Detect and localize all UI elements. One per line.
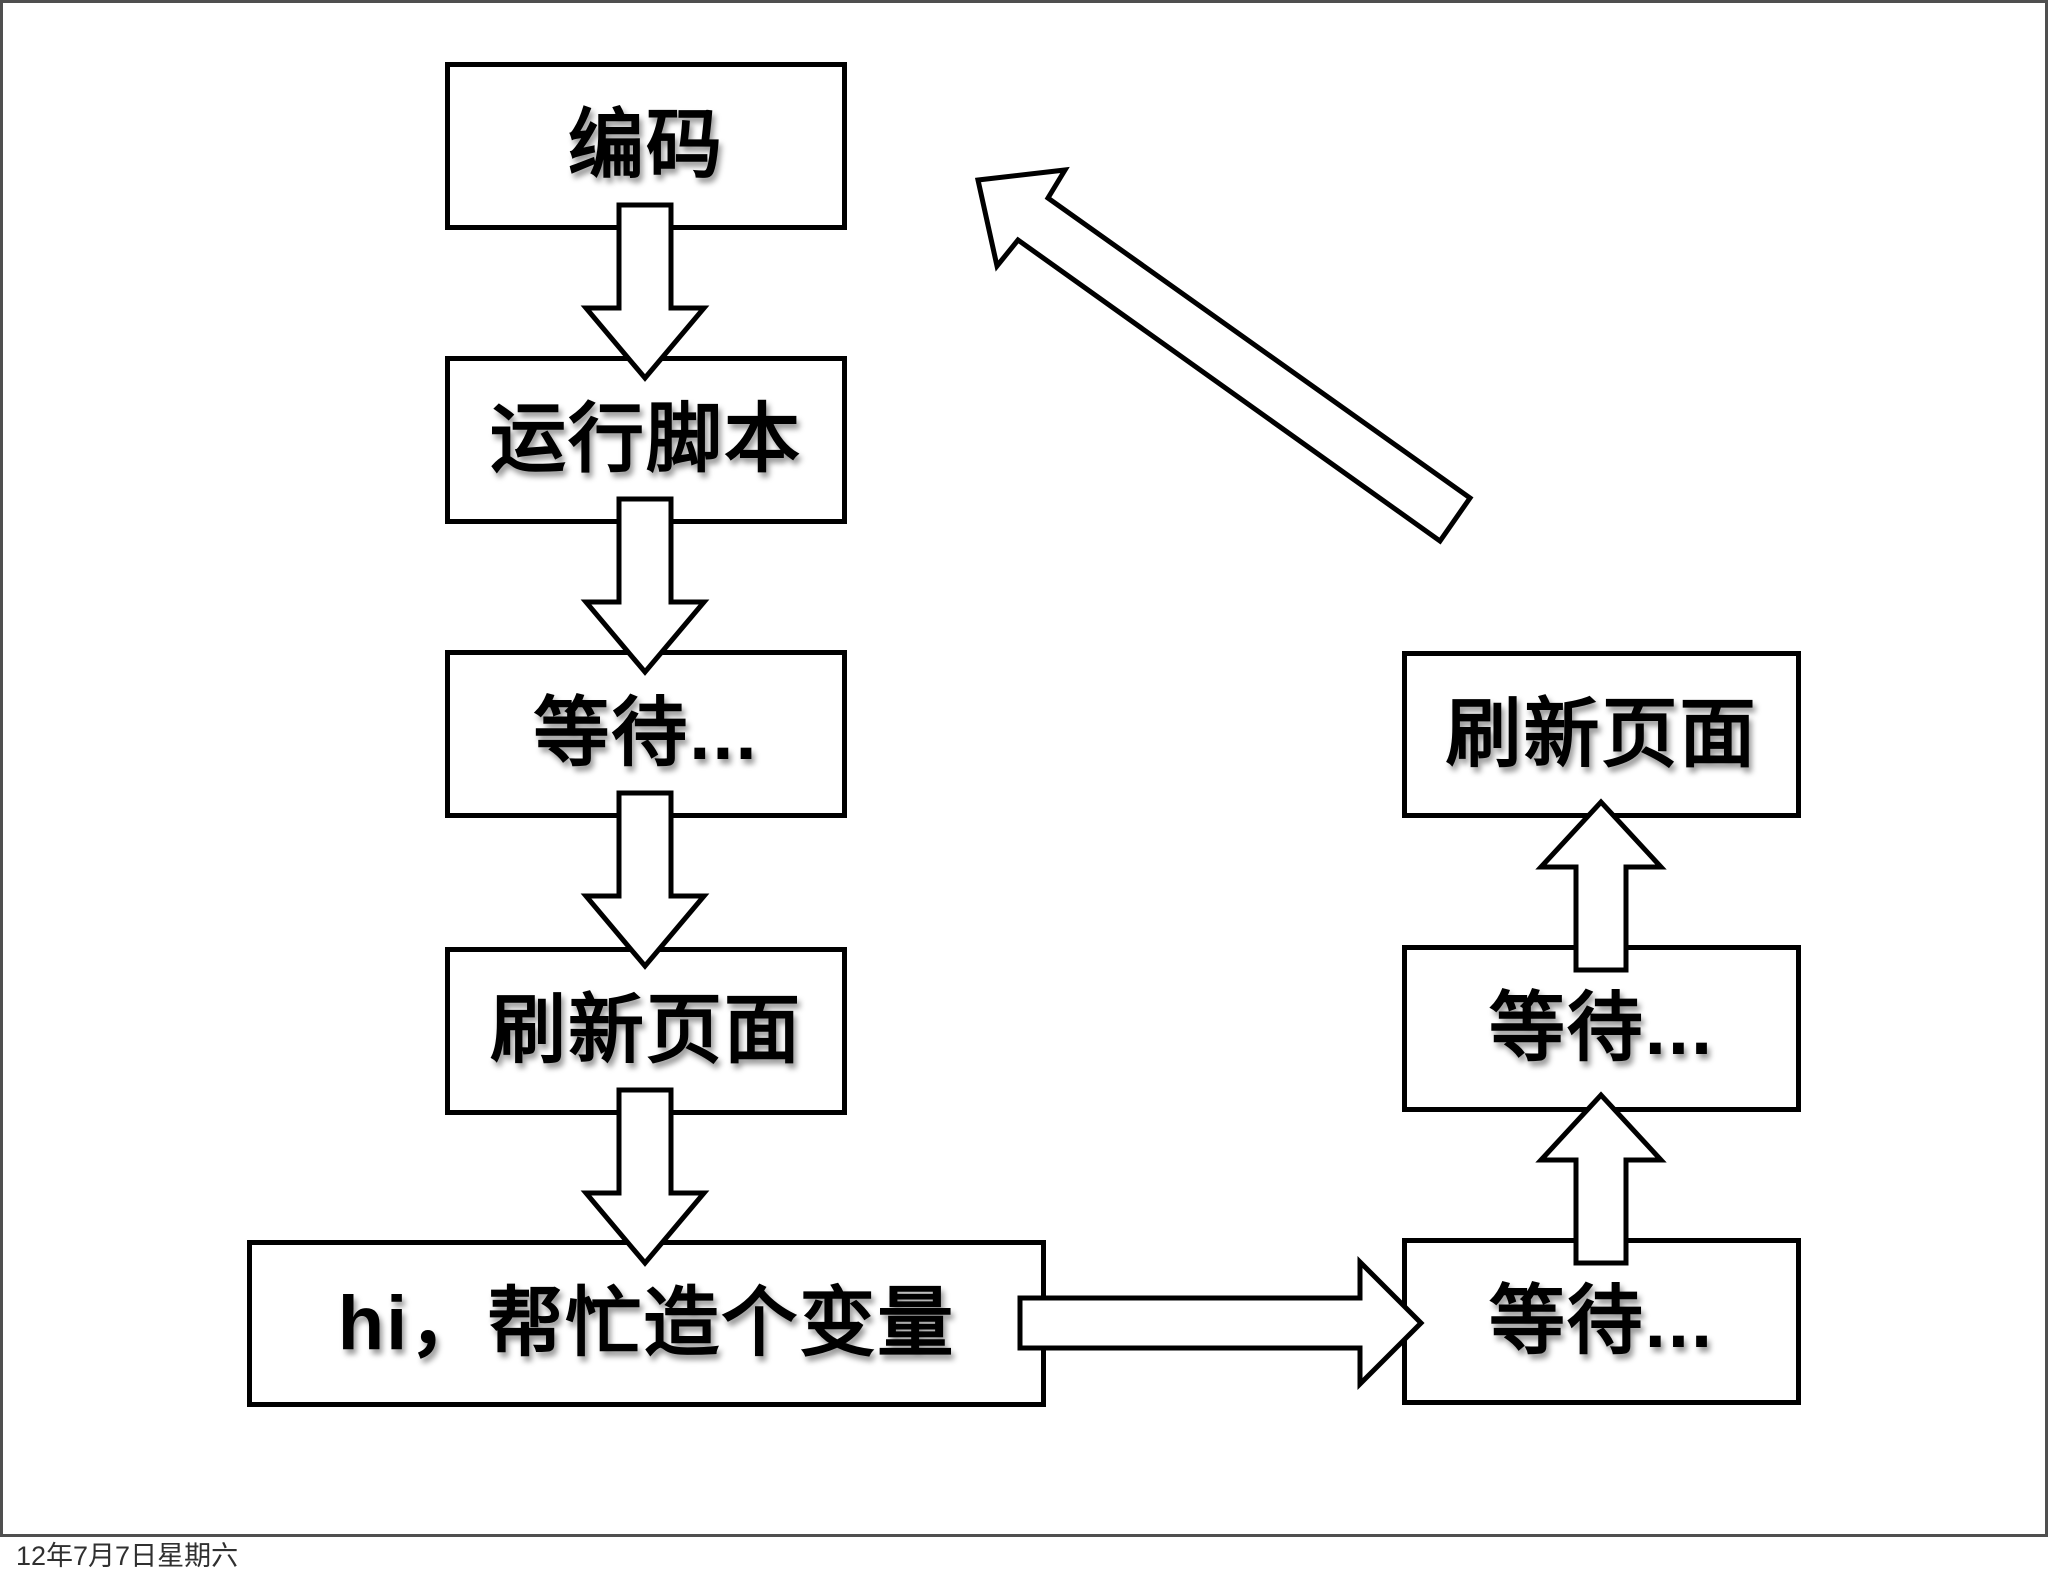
flow-box-hi-make-variable: hi，帮忙造个变量: [247, 1240, 1046, 1407]
flow-box-wait-2: 等待...: [1402, 945, 1801, 1112]
flow-box-wait-3: 等待...: [1402, 1238, 1801, 1405]
flow-box-code-label: 编码: [568, 103, 724, 188]
flow-box-run-script: 运行脚本: [445, 356, 847, 524]
date-label: 12年7月7日星期六: [16, 1541, 239, 1571]
flow-box-run-script-label: 运行脚本: [490, 397, 802, 482]
flow-box-wait-3-label: 等待...: [1488, 1278, 1715, 1364]
flow-box-wait-2-label: 等待...: [1488, 985, 1715, 1071]
flow-box-refresh-page-1: 刷新页面: [445, 947, 847, 1115]
flow-box-refresh-page-2: 刷新页面: [1402, 651, 1801, 818]
flow-box-wait-1: 等待...: [445, 650, 847, 818]
flow-box-refresh-page-2-label: 刷新页面: [1445, 691, 1758, 777]
flow-box-hi-make-variable-label: hi，帮忙造个变量: [337, 1280, 956, 1366]
flow-box-wait-1-label: 等待...: [533, 691, 759, 776]
flow-box-code: 编码: [445, 62, 847, 230]
flow-box-refresh-page-1-label: 刷新页面: [490, 988, 802, 1073]
